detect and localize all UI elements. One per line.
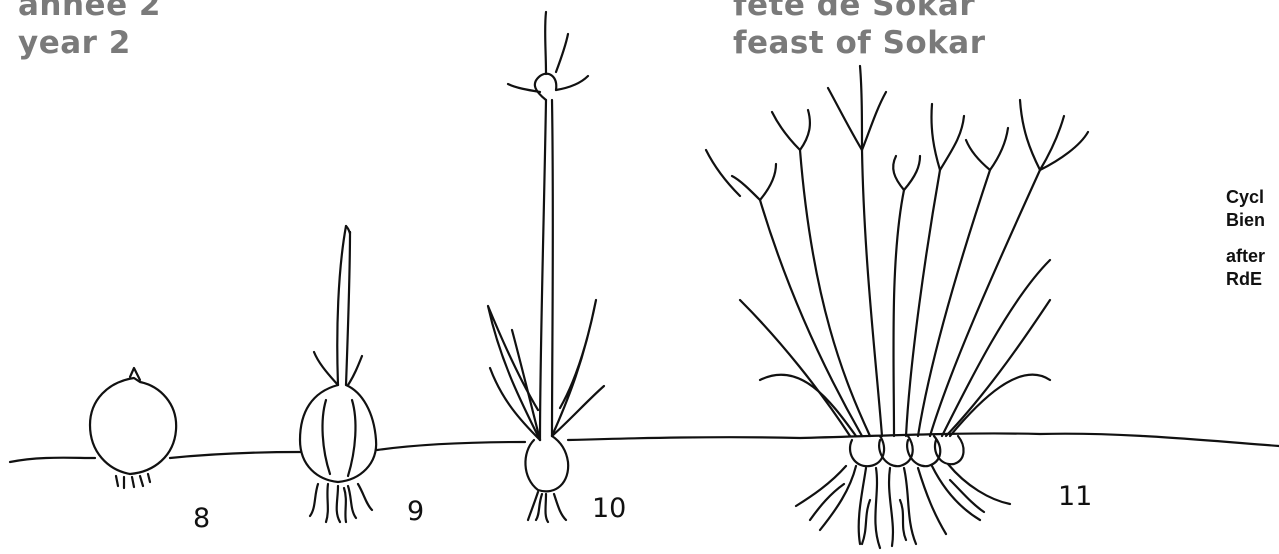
- feast-heading: fête de Sokar feast of Sokar: [733, 0, 986, 62]
- year-heading-english: year 2: [18, 24, 161, 62]
- year-heading-french: année 2: [18, 0, 161, 24]
- caption-line-1: Cycl: [1226, 186, 1265, 209]
- year-heading: année 2 year 2: [18, 0, 161, 62]
- stage-number-8: 8: [193, 504, 210, 534]
- ground-line: [10, 433, 1279, 462]
- caption-line-3: after: [1226, 245, 1265, 268]
- stage-number-11: 11: [1058, 482, 1092, 512]
- caption-line-4: RdE: [1226, 268, 1265, 291]
- stage-number-9: 9: [407, 497, 424, 527]
- plant-stage-11: [706, 66, 1088, 548]
- plant-stage-10: [488, 12, 604, 522]
- stage-number-10: 10: [592, 494, 626, 524]
- feast-heading-french: fête de Sokar: [733, 0, 986, 24]
- feast-heading-english: feast of Sokar: [733, 24, 986, 62]
- side-caption: Cycl Bien after RdE: [1226, 186, 1265, 291]
- bulb-stage-9: [300, 226, 376, 522]
- bulb-stage-8: [90, 368, 176, 488]
- caption-line-2: Bien: [1226, 209, 1265, 232]
